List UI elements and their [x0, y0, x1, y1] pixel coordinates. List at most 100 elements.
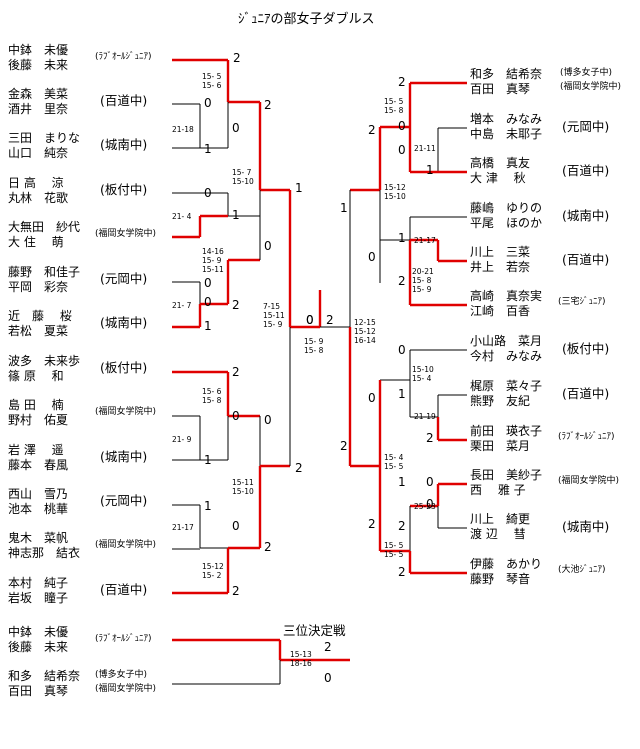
game-score: 21-18	[172, 125, 194, 134]
player-name: 岩坂 瞳子	[8, 591, 69, 605]
team-name: (城南中)	[100, 315, 148, 330]
player-name: 酒井 里奈	[8, 102, 69, 116]
game-score: 12-15 15-12 16-14	[354, 318, 376, 345]
player-name: 西山 雪乃	[8, 487, 69, 501]
game-score: 15- 7 15-10	[232, 168, 254, 186]
game-count: 1	[426, 163, 434, 177]
team-name: (百道中)	[562, 252, 610, 267]
player-name: 川上 綺更	[470, 512, 531, 526]
game-count: 0	[324, 671, 332, 685]
game-score: 15-12 15- 2	[202, 562, 224, 580]
game-count: 2	[326, 313, 334, 327]
team-name: (百道中)	[100, 93, 148, 108]
third-place-title: 三位決定戦	[283, 623, 346, 638]
team-name: (福岡女学院中)	[560, 82, 622, 92]
game-score: 21-11	[414, 144, 436, 153]
player-name: 島 田 楠	[8, 398, 64, 412]
game-count: 0	[204, 295, 212, 309]
player-name: 本村 純子	[8, 576, 69, 590]
player-name: 篠 原 和	[8, 369, 64, 383]
player-name: 前田 瑛衣子	[470, 424, 543, 438]
team-name: (板付中)	[562, 341, 610, 356]
team-name: (博多女子中)	[560, 68, 613, 78]
game-score: 15- 6 15- 8	[202, 387, 222, 405]
game-count: 1	[204, 453, 212, 467]
game-score: 21-17	[414, 236, 436, 245]
game-count: 1	[398, 475, 406, 489]
game-score: 21- 7	[172, 301, 192, 310]
game-count: 0	[306, 313, 314, 327]
game-score: 15- 5 15- 5	[384, 541, 404, 559]
game-count: 1	[398, 387, 406, 401]
player-name: 野村 佑夏	[8, 413, 69, 427]
player-name: 近 藤 桜	[8, 309, 72, 323]
game-count: 0	[426, 497, 434, 511]
game-count: 0	[398, 343, 406, 357]
player-name: 藤嶋 ゆりの	[470, 201, 543, 215]
team-name: (ﾗﾌﾞｵｰﾙｼﾞｭﾆｱ)	[558, 432, 615, 442]
game-score: 15-10 15- 4	[412, 365, 434, 383]
player-name: 増本 みなみ	[470, 112, 543, 126]
game-count: 2	[398, 565, 406, 579]
game-score: 15-11 15-10	[232, 478, 254, 496]
game-count: 2	[232, 584, 240, 598]
game-count: 2	[398, 519, 406, 533]
game-score: 15-13 18-16	[290, 650, 312, 668]
player-name: 西 雅 子	[470, 483, 526, 497]
player-name: 鬼木 菜帆	[8, 531, 69, 545]
game-count: 0	[398, 119, 406, 133]
game-count: 2	[232, 365, 240, 379]
player-name: 金森 美菜	[8, 87, 69, 101]
game-count: 0	[232, 121, 240, 135]
game-count: 2	[232, 298, 240, 312]
team-name: (板付中)	[100, 360, 148, 375]
team-name: (城南中)	[100, 449, 148, 464]
player-name: 岩 澤 遥	[8, 443, 64, 457]
player-name: 高橋 真友	[470, 156, 531, 170]
player-name: 和多 結希奈	[8, 669, 81, 683]
game-score: 15- 4 15- 5	[384, 453, 404, 471]
player-name: 藤野 琴音	[470, 572, 531, 586]
player-name: 三田 まりな	[8, 131, 81, 145]
player-name: 後藤 未来	[8, 58, 69, 72]
game-count: 1	[204, 319, 212, 333]
player-name: 若松 夏菜	[8, 324, 69, 338]
team-name: (元岡中)	[562, 119, 610, 134]
game-score: 25-23	[414, 502, 436, 511]
game-count: 2	[264, 540, 272, 554]
team-name: (福岡女学院中)	[95, 407, 157, 417]
player-name: 百田 真琴	[470, 82, 531, 96]
game-count: 0	[204, 186, 212, 200]
player-name: 川上 三菜	[470, 245, 531, 259]
game-score: 15- 5 15- 6	[202, 72, 222, 90]
player-name: 後藤 未来	[8, 640, 69, 654]
game-count: 1	[204, 142, 212, 156]
player-name: 平岡 彩奈	[8, 280, 69, 294]
player-name: 波多 未来歩	[8, 354, 81, 368]
game-score: 14-16 15- 9 15-11	[202, 247, 224, 274]
team-name: (百道中)	[562, 386, 610, 401]
game-count: 0	[368, 250, 376, 264]
game-count: 0	[232, 519, 240, 533]
game-count: 2	[426, 431, 434, 445]
game-count: 2	[398, 75, 406, 89]
game-count: 0	[204, 96, 212, 110]
team-name: (ﾗﾌﾞｵｰﾙｼﾞｭﾆｱ)	[95, 52, 152, 62]
game-count: 2	[368, 123, 376, 137]
team-name: (元岡中)	[100, 493, 148, 508]
game-count: 2	[233, 51, 241, 65]
player-name: 百田 真琴	[8, 684, 69, 698]
game-count: 0	[264, 239, 272, 253]
game-score: 21-17	[172, 523, 194, 532]
team-name: (城南中)	[562, 519, 610, 534]
team-name: (大池ｼﾞｭﾆｱ)	[558, 565, 606, 575]
game-score: 21-19	[414, 412, 436, 421]
game-count: 1	[398, 231, 406, 245]
player-name: 井上 若奈	[470, 260, 531, 274]
player-name: 藤本 春風	[8, 458, 69, 472]
player-name: 日 高 涼	[8, 176, 64, 190]
player-name: 神志那 結衣	[8, 546, 81, 560]
game-score: 7-15 15-11 15- 9	[263, 302, 285, 329]
